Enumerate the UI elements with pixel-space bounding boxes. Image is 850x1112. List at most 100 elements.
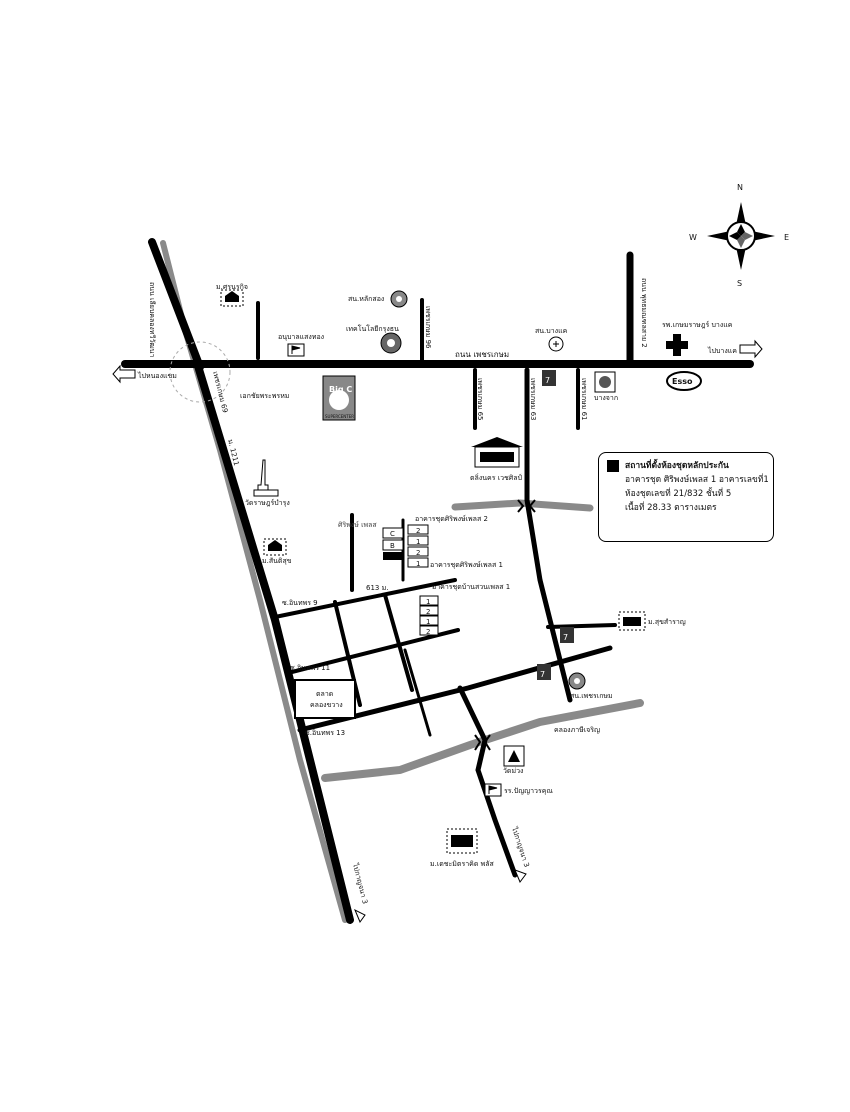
road-phetkasem-69 — [194, 362, 354, 924]
label-inthaphot-13: ซ.อินทพร 13 — [305, 729, 345, 737]
building-icon — [471, 437, 523, 468]
road-left-vertical — [148, 238, 204, 371]
market-block — [294, 679, 356, 719]
label-block-b: B — [390, 542, 395, 550]
label-inthaphot-11: ซ.อินทพร 11 — [290, 664, 330, 672]
label-to-kanchana-1: ไปกาญจนา 3 — [351, 861, 370, 905]
label-seven-1: 7 — [545, 376, 550, 385]
label-blk-2d: 2 — [426, 628, 430, 636]
label-m-sukhsawat: ม.สุขสำราญ — [648, 618, 686, 626]
label-soi-63: เพชรเกษม 63 — [529, 378, 537, 421]
label-blk-1d: 1 — [426, 618, 430, 626]
wheel-icon — [390, 290, 408, 308]
bridge-bottom-icon — [474, 734, 491, 751]
legend-line2: ห้องชุดเลขที่ 21/832 ชั้นที่ 5 — [625, 489, 732, 499]
compass-icon — [707, 202, 775, 270]
label-soi-96: เพชรเกษม 96 — [424, 306, 432, 349]
label-phetkasem: ถนน เพชรเกษม — [455, 350, 509, 359]
label-blk-2a: 2 — [416, 527, 420, 535]
label-school: รร.ปัญญาวรคุณ — [504, 787, 553, 795]
arrow-right-icon — [739, 339, 763, 359]
label-seven-2: 7 — [563, 633, 568, 642]
label-wat-rat: วัดราษฎร์บำรุง — [245, 499, 290, 507]
label-siriphong: ศิริพงษ์ เพลส — [338, 521, 377, 529]
label-seven-3: 7 — [540, 670, 545, 679]
label-blk-1c: 1 — [426, 598, 430, 606]
label-building: ตลิ่งนคร เวชศิลป์ — [470, 473, 523, 482]
bigc-logo-icon — [322, 375, 356, 421]
canal-bottom — [321, 699, 644, 782]
siriphong-blocks — [382, 524, 439, 636]
label-bangchak: บางจาก — [594, 394, 618, 402]
label-right-vertical: ถนน พุทธมณฑลสาย 2 — [640, 278, 648, 348]
junction-circle — [169, 341, 231, 403]
hospital-cross-icon — [666, 334, 688, 356]
road-to-kanchana — [457, 685, 518, 878]
label-bigc-sub: SUPERCENTER — [325, 414, 354, 419]
compass-e: E — [784, 233, 789, 242]
soi-inthaphot-9 — [273, 578, 457, 619]
label-m-sornsukit: ม.ศรนรกิจ — [216, 283, 248, 291]
flag-icon-school — [484, 783, 502, 797]
label-block-c: C — [390, 530, 395, 538]
label-blk-2b: 2 — [416, 549, 420, 557]
seven-eleven-icon-3 — [537, 664, 551, 680]
legend-box: สถานที่ตั้งห้องชุดหลักประกัน อาคารชุด ศิ… — [598, 452, 774, 542]
arrow-left-icon — [112, 364, 136, 384]
bridge-top-icon — [517, 499, 536, 513]
esso-logo-icon — [666, 371, 702, 391]
label-bldg-2: อาคารชุดศิริพงษ์เพลส 2 — [415, 515, 488, 523]
house-icon-sukhsawat — [618, 611, 646, 631]
label-anuban: อนุบาลแสงทอง — [278, 333, 324, 341]
legend-title-row: สถานที่ตั้งห้องชุดหลักประกัน — [607, 459, 765, 473]
label-tech-thai: เทคโนโลยีกรุงธน — [346, 324, 399, 333]
label-blk-2c: 2 — [426, 608, 430, 616]
label-market-1: ตลาด — [316, 690, 333, 698]
bangchak-icon — [594, 371, 616, 393]
label-to-kanchana-2: ไปกาญจนา 3 — [510, 825, 532, 868]
legend-square-icon — [607, 460, 619, 472]
compass-s: S — [737, 279, 742, 288]
label-canal: คลองภาษีเจริญ — [554, 726, 600, 734]
label-bldg-park: อาคารชุดบ้านสวนเพลส 1 — [432, 583, 510, 591]
house-icon-santisuk — [263, 538, 287, 556]
label-market-2: คลองขวาง — [310, 701, 343, 709]
seven-eleven-icon — [542, 370, 556, 386]
label-blk-1a: 1 — [416, 538, 420, 546]
label-m-santisuk: ม.สันติสุข — [262, 557, 292, 565]
collateral-marker — [383, 552, 403, 560]
label-bldg-1: อาคารชุดศิริพงษ์เพลส 1 — [430, 561, 503, 569]
label-to-bangkhae: ไปบางแค — [707, 346, 737, 355]
pagoda-icon — [253, 459, 279, 497]
soi-inthaphot-11 — [286, 628, 460, 675]
label-ekachai: เอกชัยพระพรหม — [240, 392, 289, 400]
compass-w: W — [689, 233, 697, 242]
soi-sukhsawat — [546, 623, 617, 629]
temple-icon — [503, 745, 525, 767]
label-sn-laksong: สน.หลักสอง — [348, 295, 384, 303]
wheel-icon-tech — [380, 332, 402, 354]
label-bigc: Big C — [329, 385, 352, 394]
soi-diag-2 — [383, 593, 414, 692]
label-esso: Esso — [672, 377, 693, 386]
flag-icon — [287, 343, 305, 357]
compass-n: N — [737, 183, 743, 192]
label-wat-muang: วัดม่วง — [503, 767, 523, 775]
label-soi-613: 613 ม. — [366, 584, 388, 592]
label-sn-phetkasem: สน.เพชรเกษม — [570, 692, 613, 700]
seven-eleven-icon-2 — [560, 627, 574, 643]
label-inthaphot-9: ซ.อินทพร 9 — [282, 599, 318, 607]
house-icon — [220, 289, 244, 307]
label-soi-65: เพชรเกษม 65 — [476, 378, 484, 421]
wheel-icon-phetkasem — [568, 672, 586, 690]
label-sn-bangkhae: สน.บางแค — [535, 327, 568, 335]
label-hospital: รพ.เกษมราษฎร์ บางแค — [662, 321, 733, 329]
label-soi-61: เพชรเกษม 61 — [580, 378, 588, 421]
arrow-down-icon-2 — [514, 869, 527, 883]
legend-title: สถานที่ตั้งห้องชุดหลักประกัน — [625, 461, 729, 471]
house-icon-dechamitra — [446, 828, 478, 854]
soi-diag-3 — [403, 648, 432, 737]
label-to-nongkhaem: ไปหนองแขม — [137, 371, 177, 380]
label-m-dechamitra: ม.เดชะมิตราคิด พลัส — [430, 860, 494, 868]
